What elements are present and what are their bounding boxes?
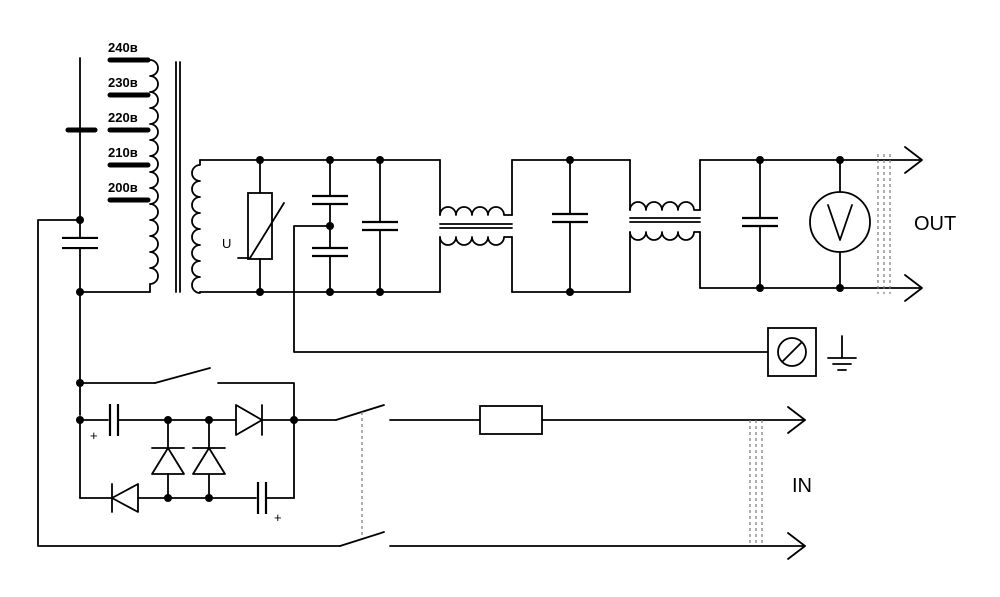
tap-label-210: 210в <box>108 145 138 160</box>
out-label: OUT <box>914 213 956 235</box>
varistor-label: U <box>222 236 231 251</box>
capacitor-1 <box>362 159 398 293</box>
secondary-winding <box>191 159 441 294</box>
tap-label-230: 230в <box>108 75 138 90</box>
varistor: U <box>222 159 285 293</box>
choke-2 <box>629 159 701 293</box>
ground-symbol <box>767 327 857 377</box>
in-label: IN <box>792 475 812 497</box>
voltmeter <box>809 159 871 289</box>
choke-1 <box>439 159 513 293</box>
output-terminals: OUT <box>877 146 956 302</box>
tap-label-220: 220в <box>108 110 138 125</box>
autotransformer <box>60 57 181 416</box>
junction-dots <box>76 156 844 502</box>
tap-label-200: 200в <box>108 180 138 195</box>
plus-top-label: + <box>90 428 98 443</box>
input-section: + + <box>37 219 812 560</box>
tap-label-240: 240в <box>108 40 138 55</box>
cap-divider <box>293 159 769 353</box>
capacitor-2 <box>552 159 588 293</box>
capacitor-3 <box>742 159 778 289</box>
plus-bottom-label: + <box>274 510 282 525</box>
tap-labels: 240в 230в 220в 210в 200в <box>108 40 138 195</box>
